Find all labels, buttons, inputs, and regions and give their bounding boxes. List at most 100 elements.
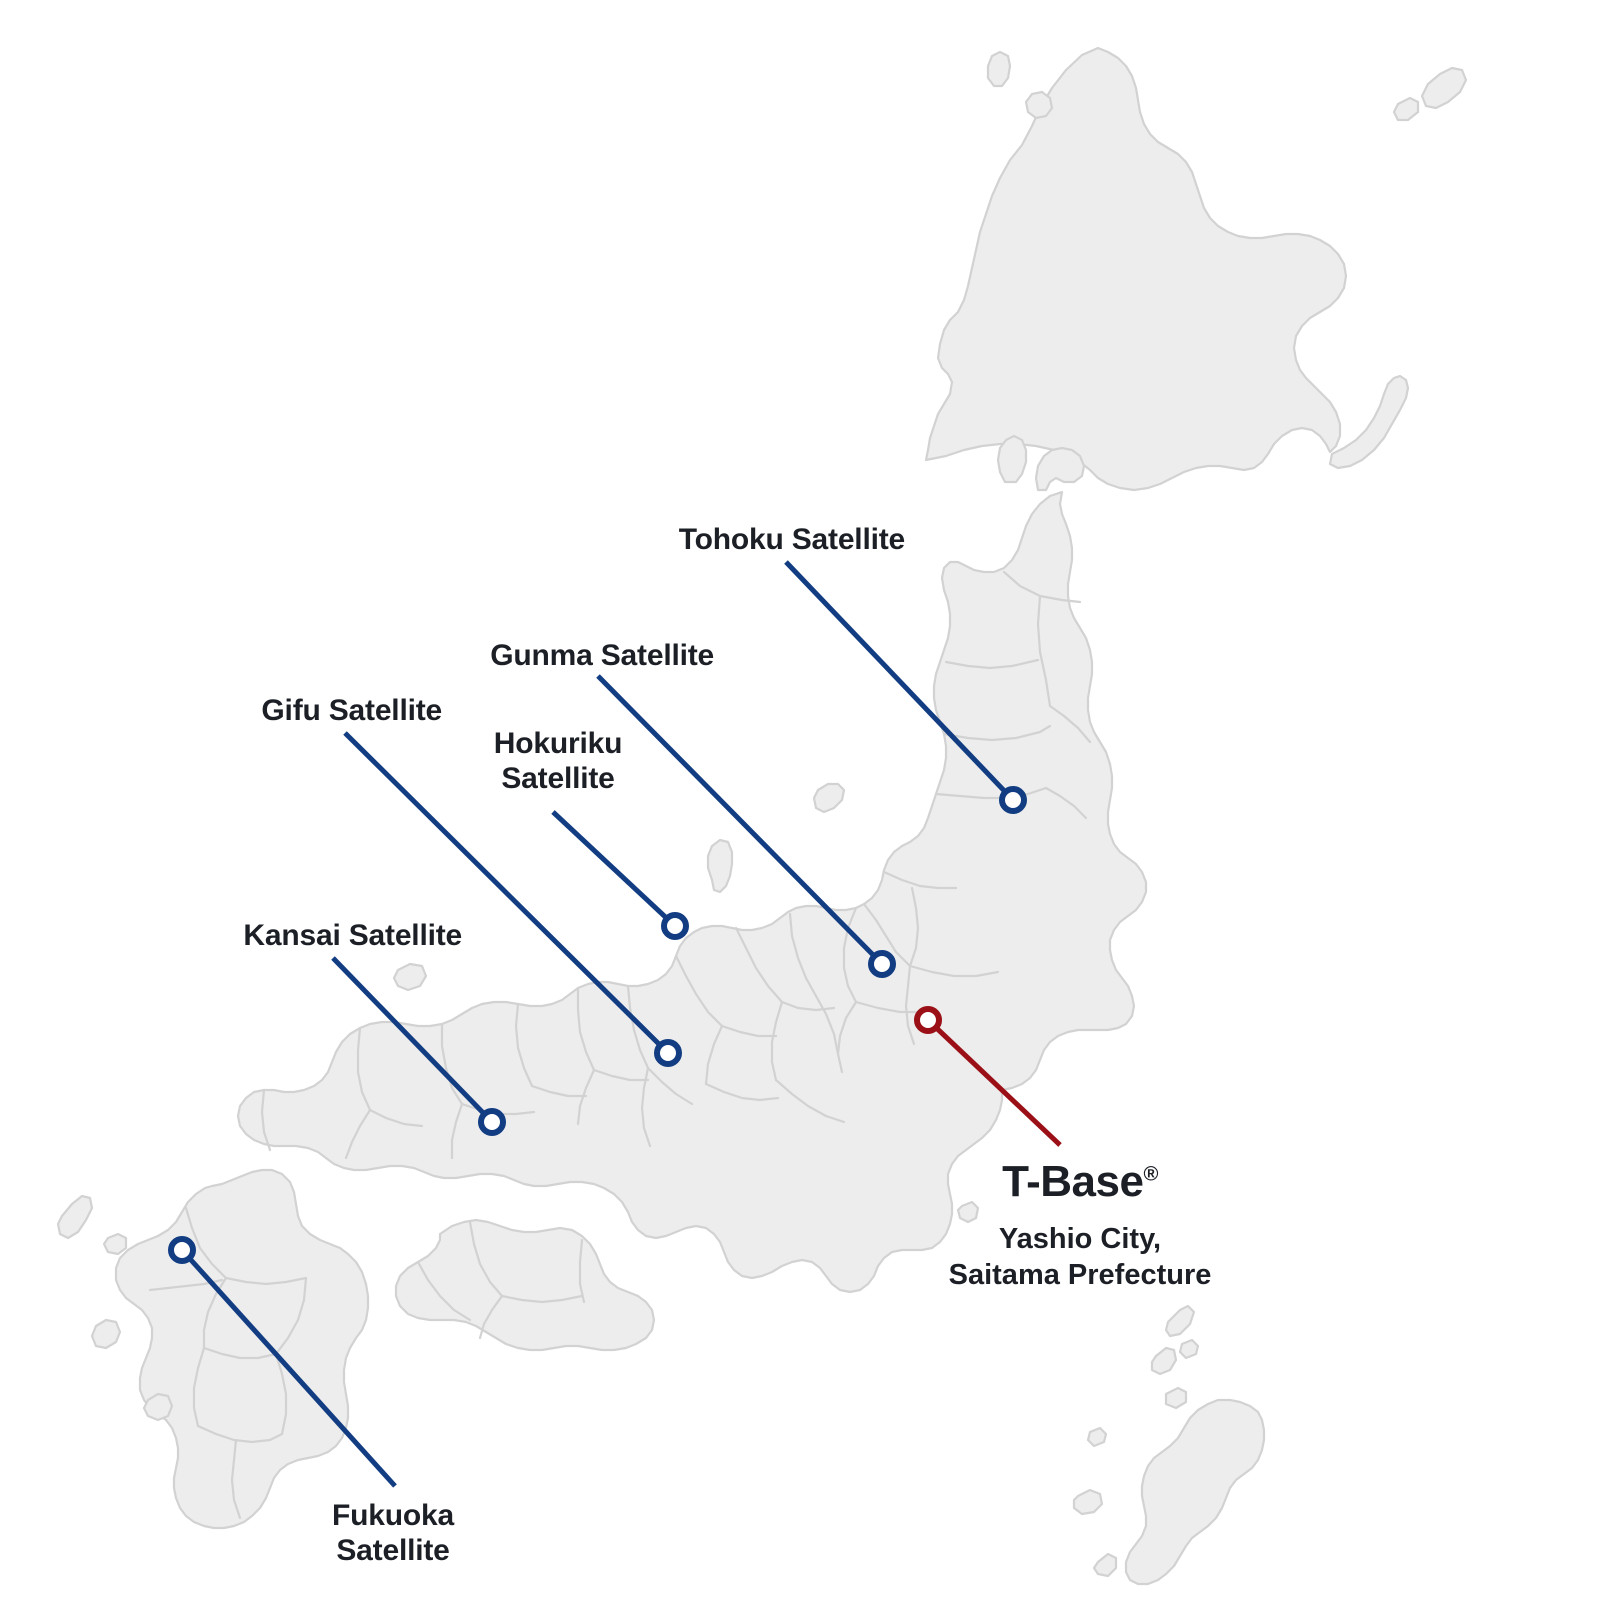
pref-boundary-kyushu-10 xyxy=(230,1438,242,1520)
noto-peninsula xyxy=(706,838,734,894)
headquarters-location: Yashio City, Saitama Prefecture xyxy=(948,1223,1212,1291)
pref-boundary-shikoku-4 xyxy=(578,1238,586,1304)
pref-boundary-kinki-2 xyxy=(646,1066,694,1106)
location-markers xyxy=(168,786,1027,1264)
pref-boundary-kyushu-5 xyxy=(274,1276,308,1356)
label-tohoku-satellite: Tohoku Satellite xyxy=(678,523,905,556)
sado-island xyxy=(812,782,846,814)
pref-boundary-kanto-1 xyxy=(882,870,958,890)
goto-islands xyxy=(90,1318,122,1350)
kuril-islands xyxy=(1420,66,1468,110)
pref-boundary-kyushu-4 xyxy=(202,1346,278,1360)
label-hokuriku-satellite: Hokuriku Satellite xyxy=(493,727,623,796)
okinawa-islet-e xyxy=(1086,1426,1108,1448)
pref-boundary-tohoku-7 xyxy=(1044,786,1088,820)
pref-boundary-tohoku-6 xyxy=(934,786,1048,800)
pref-boundary-kinki-4 xyxy=(592,1068,650,1082)
pref-boundary-kyushu-8 xyxy=(196,1424,284,1444)
pref-boundary-kanto-7 xyxy=(854,1000,922,1014)
okinawa-islet-d xyxy=(1178,1338,1200,1360)
kyushu-land xyxy=(114,1168,370,1530)
pref-boundary-chubu-9 xyxy=(774,1078,846,1124)
pref-boundary-kinki-1 xyxy=(626,984,650,1070)
tsugaru-peninsula xyxy=(996,434,1028,484)
rishiri-island xyxy=(986,50,1012,88)
okinawa-islet-c xyxy=(1164,1304,1196,1338)
headquarters-name: T-Base xyxy=(1002,1157,1144,1206)
pref-boundary-kyushu-7 xyxy=(274,1352,288,1436)
pref-boundary-chugoku-1 xyxy=(514,1002,534,1088)
hokkaido-land xyxy=(924,46,1348,492)
izu-islands xyxy=(956,1200,980,1224)
oki-islands xyxy=(392,962,428,992)
leader-line-fukuoka-satellite xyxy=(180,1248,397,1488)
pref-boundary-kanto-3 xyxy=(862,902,912,968)
pref-boundary-chugoku-3 xyxy=(440,1022,464,1106)
leader-line-hokuriku-satellite xyxy=(551,810,677,928)
pref-boundary-chugoku-9 xyxy=(260,1088,272,1152)
pref-boundary-kanto-8 xyxy=(836,1000,858,1074)
pref-boundary-chubu-10 xyxy=(704,1082,780,1102)
label-kansai-satellite: Kansai Satellite xyxy=(243,919,462,952)
leader-line-headquarters xyxy=(926,1018,1062,1147)
pref-boundary-chubu-1 xyxy=(788,912,818,998)
land-shapes xyxy=(56,46,1468,1586)
marker-gifu-satellite[interactable] xyxy=(654,1039,682,1067)
pref-boundary-chubu-2 xyxy=(814,994,840,1056)
pref-boundary-chubu-8 xyxy=(704,1024,724,1086)
okinawa-main-island xyxy=(1124,1398,1266,1586)
registered-mark-icon: ® xyxy=(1143,1163,1158,1186)
leader-lines xyxy=(180,560,1062,1488)
iki-island xyxy=(102,1232,128,1256)
pref-boundary-chubu-6 xyxy=(674,954,724,1028)
pref-boundary-shikoku-1 xyxy=(468,1220,504,1298)
pref-boundary-chubu-4 xyxy=(780,1000,836,1012)
pref-boundary-kanto-4 xyxy=(908,964,1000,978)
leader-line-kansai-satellite xyxy=(331,956,494,1124)
pref-boundary-kinki-6 xyxy=(640,1066,652,1148)
pref-boundary-shikoku-2 xyxy=(500,1294,584,1304)
pref-boundary-chubu-3 xyxy=(734,926,784,1004)
kume-island xyxy=(1072,1488,1104,1516)
tsushima-island xyxy=(56,1194,94,1240)
kuril-islet xyxy=(1392,96,1420,122)
pref-boundary-kyushu-2 xyxy=(224,1276,308,1286)
headquarters-label-block: T-Base® Yashio City, Saitama Prefecture xyxy=(830,1160,1330,1294)
label-gunma-satellite: Gunma Satellite xyxy=(490,639,714,672)
okinawa-islet-b xyxy=(1164,1386,1188,1410)
marker-headquarters[interactable] xyxy=(914,1006,942,1034)
pref-boundary-kyushu-6 xyxy=(192,1346,206,1428)
shimokita-peninsula xyxy=(1034,446,1086,492)
label-gifu-satellite: Gifu Satellite xyxy=(261,694,442,727)
shikoku-land xyxy=(394,1218,656,1352)
pref-boundary-shikoku-5 xyxy=(416,1260,472,1322)
pref-boundary-kanto-6 xyxy=(842,906,858,1004)
pref-boundary-tohoku-2 xyxy=(1036,594,1052,708)
label-fukuoka-satellite: Fukuoka Satellite xyxy=(332,1499,454,1568)
rebun-island xyxy=(1024,90,1054,120)
pref-boundary-kyushu-1 xyxy=(184,1206,228,1280)
marker-tohoku-satellite[interactable] xyxy=(999,786,1027,814)
marker-hokuriku-satellite[interactable] xyxy=(661,912,689,940)
prefecture-boundaries xyxy=(148,570,1092,1520)
leader-line-gifu-satellite xyxy=(343,731,670,1055)
pref-boundary-chugoku-5 xyxy=(450,1102,464,1160)
okinawa-islet-a xyxy=(1150,1346,1178,1376)
pref-boundary-kanto-2 xyxy=(908,886,920,968)
pref-boundary-chugoku-8 xyxy=(344,1108,372,1160)
pref-boundary-chugoku-7 xyxy=(368,1108,424,1128)
pref-boundary-shikoku-3 xyxy=(478,1294,504,1340)
marker-gunma-satellite[interactable] xyxy=(868,950,896,978)
pref-boundary-kinki-3 xyxy=(576,986,596,1072)
pref-boundary-chugoku-6 xyxy=(356,1026,372,1112)
marker-fukuoka-satellite[interactable] xyxy=(168,1236,196,1264)
pref-boundary-chugoku-2 xyxy=(530,1084,588,1098)
pref-boundary-kanto-5 xyxy=(904,964,916,1046)
headquarters-title: T-Base® xyxy=(830,1160,1330,1204)
amakusa-island xyxy=(142,1392,174,1422)
marker-kansai-satellite[interactable] xyxy=(478,1108,506,1136)
shiretoko-peninsula xyxy=(1328,374,1410,470)
pref-boundary-chubu-7 xyxy=(720,1024,778,1038)
